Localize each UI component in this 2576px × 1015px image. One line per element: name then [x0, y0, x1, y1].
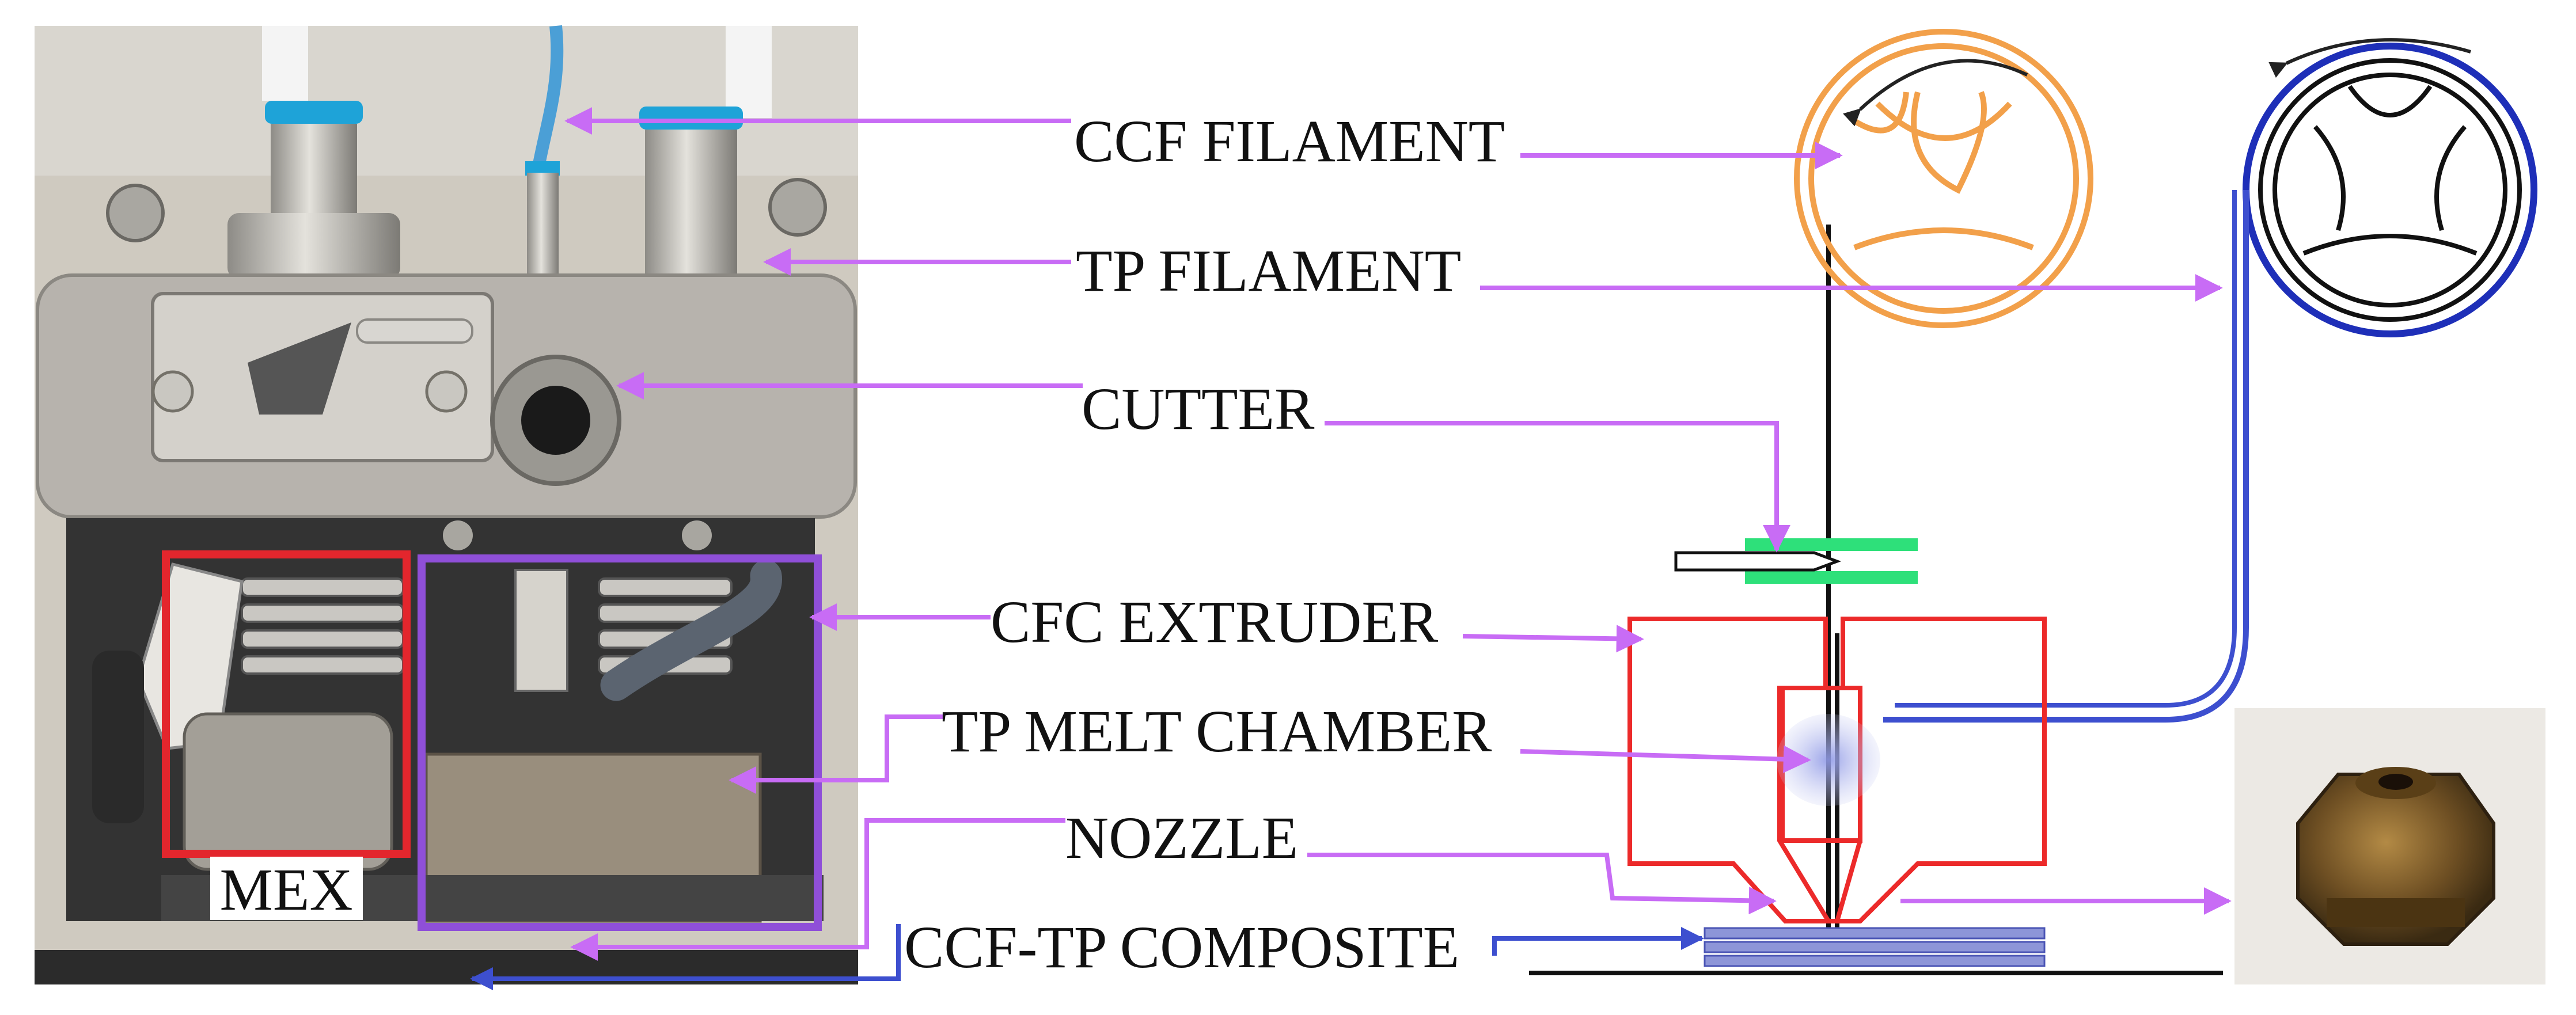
- labels: CCF FILAMENT TP FILAMENT CUTTER CFC EXTR…: [904, 108, 1505, 980]
- arrow-melt-right: [1520, 745, 1811, 773]
- label-ccf-filament: CCF FILAMENT: [1074, 108, 1505, 174]
- mex-box: [162, 550, 411, 858]
- left-ptfe-tube: [262, 26, 308, 101]
- arrow-composite-right: [1492, 927, 1704, 956]
- blue-tube: [532, 25, 564, 169]
- arrow-composite-left: [470, 924, 901, 990]
- ccf-spool: [1794, 29, 2093, 328]
- mex-label-bg: [210, 857, 363, 920]
- arrow-cutter-right: [1325, 421, 1790, 553]
- arrow-cfc-right: [1462, 625, 1644, 653]
- label-tp-melt-chamber: TP MELT CHAMBER: [942, 698, 1492, 765]
- label-nozzle: NOZZLE: [1065, 805, 1298, 871]
- schematic: [1529, 29, 2537, 975]
- arrow-nozzle-right: [1307, 853, 1777, 915]
- nozzle-photo: [2234, 708, 2545, 984]
- label-tp-filament: TP FILAMENT: [1076, 238, 1461, 304]
- right-ptfe-tube: [726, 26, 772, 118]
- composite-arrows: [470, 924, 1704, 990]
- melt-zone: [1777, 714, 1880, 806]
- tp-spool: [2243, 43, 2537, 337]
- callout-arrows: [564, 107, 2232, 961]
- label-cfc-extruder: CFC EXTRUDER: [991, 589, 1439, 655]
- arrow-nozzle-left: [570, 818, 1065, 961]
- cutter-blade: [1674, 538, 1918, 584]
- ccf-rotation-arrow: [1843, 59, 2028, 127]
- cfc-extruder-box: [418, 554, 822, 931]
- tp-rotation-arrow: [2268, 38, 2471, 78]
- arrow-melt-left: [729, 714, 944, 794]
- label-ccf-tp-composite: CCF-TP COMPOSITE: [904, 914, 1459, 980]
- composite-layers: [1704, 927, 2046, 967]
- tp-filament-path: [1883, 190, 2249, 723]
- label-cutter: CUTTER: [1082, 376, 1315, 442]
- extruder-photo: MEX: [35, 25, 858, 984]
- mex-label: MEX: [219, 857, 352, 923]
